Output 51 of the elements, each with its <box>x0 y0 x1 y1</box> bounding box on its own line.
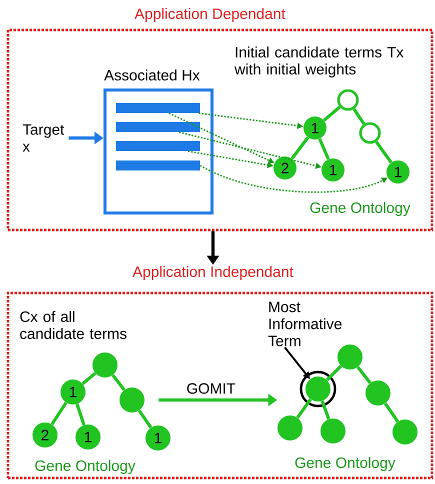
tree-node: 2 <box>274 156 296 180</box>
text-bar <box>116 141 200 151</box>
tree-node: 1 <box>386 160 410 184</box>
node-label: Target x <box>22 124 64 152</box>
tree-branch <box>82 372 96 386</box>
tree-branch <box>138 410 152 428</box>
text-label: Gene Ontology <box>295 457 396 471</box>
tree-node <box>320 418 346 444</box>
tree-node <box>120 388 144 412</box>
node-label: Most Informative Term <box>268 302 342 346</box>
tree-node: 1 <box>304 116 326 140</box>
text-label: Gene Ontology <box>310 202 410 216</box>
text-label: Initial candidate terms Tx with initial weights <box>234 46 404 78</box>
edge-label: GOMIT <box>185 382 237 395</box>
text-label: Cx of all candidate terms <box>20 311 126 339</box>
tree-node <box>392 420 418 444</box>
tree-branch <box>320 400 330 420</box>
tree-branch <box>356 366 372 384</box>
tree-node <box>92 352 118 378</box>
tree-node: 2 <box>32 422 58 448</box>
tree-branch <box>375 140 392 164</box>
tree-branch <box>111 374 126 391</box>
text-label: Gene Ontology <box>35 460 136 474</box>
tree-node <box>366 380 390 406</box>
tree-node <box>359 122 381 144</box>
text-bar <box>116 160 200 170</box>
tree-branch <box>290 136 310 160</box>
tree-branch <box>384 402 400 422</box>
tree-node: 1 <box>322 158 344 182</box>
document-box <box>104 70 214 214</box>
tree-node <box>278 416 302 440</box>
dashed-panel <box>6 266 434 480</box>
tree-node <box>306 376 330 402</box>
tree-node: 1 <box>76 424 100 450</box>
tree-branch <box>326 364 342 382</box>
text-bar <box>116 122 200 132</box>
tree-node <box>338 344 362 370</box>
dashed-panel <box>6 8 434 232</box>
panel-heading: Associated Hx <box>104 70 200 80</box>
tree-branch <box>352 108 366 125</box>
tree-branch <box>322 106 341 122</box>
tree-node: 1 <box>146 426 170 450</box>
tree-branch <box>50 402 68 426</box>
panel-heading: Application Dependant <box>134 8 286 22</box>
tree-branch <box>296 398 312 419</box>
tree-node <box>337 89 359 111</box>
tree-branch <box>76 404 86 426</box>
tree-node: 1 <box>60 380 86 404</box>
panel-heading: Application Independant <box>132 266 294 280</box>
tree-branch <box>318 138 330 160</box>
text-bar <box>116 103 200 113</box>
